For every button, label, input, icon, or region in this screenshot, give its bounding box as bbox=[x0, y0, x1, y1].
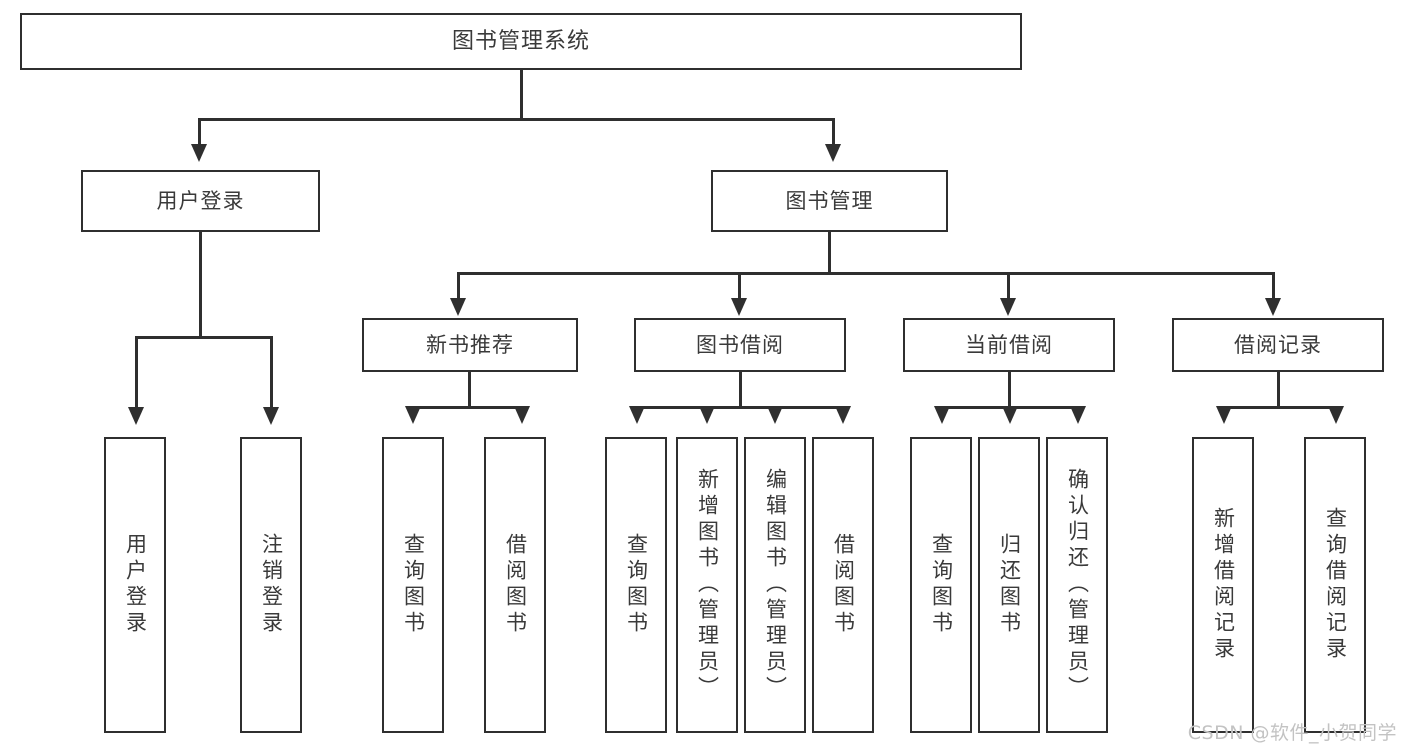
connector-nbr-bar bbox=[412, 406, 524, 409]
node-label: 新书推荐 bbox=[426, 332, 514, 357]
arrow-to-leaf-query-book-2 bbox=[629, 406, 645, 424]
connector-user-login-drop-1 bbox=[135, 336, 138, 409]
node-label: 编辑图书（管理员） bbox=[763, 468, 788, 702]
arrow-to-leaf-user-login bbox=[128, 407, 144, 425]
connector-nbr-stem bbox=[468, 372, 471, 406]
node-label: 查询图书 bbox=[624, 533, 649, 637]
connector-book-management-stem bbox=[828, 232, 831, 272]
arrow-to-leaf-add-book bbox=[699, 406, 715, 424]
connector-bm-drop-1 bbox=[457, 272, 460, 300]
node-label: 确认归还（管理员） bbox=[1065, 468, 1090, 702]
connector-cb-stem bbox=[1008, 372, 1011, 406]
node-label: 当前借阅 bbox=[965, 332, 1053, 357]
node-leaf-query-book-1[interactable]: 查询图书 bbox=[382, 437, 444, 733]
connector-root-to-user-login bbox=[198, 118, 201, 146]
node-label: 借阅图书 bbox=[503, 533, 528, 637]
arrow-to-book-management bbox=[825, 144, 841, 162]
arrow-to-leaf-query-record bbox=[1328, 406, 1344, 424]
arrow-to-current-borrow bbox=[1000, 298, 1016, 316]
arrow-to-leaf-confirm-return bbox=[1070, 406, 1086, 424]
connector-user-login-bar bbox=[135, 336, 273, 339]
arrow-to-user-login bbox=[191, 144, 207, 162]
node-label: 用户登录 bbox=[156, 188, 245, 213]
node-label: 图书借阅 bbox=[696, 332, 784, 357]
node-label: 新增借阅记录 bbox=[1211, 507, 1236, 663]
node-label: 图书管理 bbox=[785, 188, 874, 213]
arrow-to-leaf-user-logout bbox=[263, 407, 279, 425]
csdn-watermark: CSDN @软件_小贺同学 bbox=[1187, 722, 1397, 744]
node-book-borrow[interactable]: 图书借阅 bbox=[634, 318, 846, 372]
connector-root-bar bbox=[198, 118, 835, 121]
node-label: 注销登录 bbox=[259, 533, 284, 637]
node-label: 借阅记录 bbox=[1234, 332, 1322, 357]
node-label: 图书管理系统 bbox=[451, 28, 590, 54]
connector-bm-drop-3 bbox=[1007, 272, 1010, 300]
node-label: 查询图书 bbox=[929, 533, 954, 637]
node-leaf-user-login[interactable]: 用户登录 bbox=[104, 437, 166, 733]
connector-user-login-stem bbox=[199, 232, 202, 336]
node-leaf-borrow-book-1[interactable]: 借阅图书 bbox=[484, 437, 546, 733]
arrow-to-leaf-add-record bbox=[1216, 406, 1232, 424]
node-leaf-query-book-2[interactable]: 查询图书 bbox=[605, 437, 667, 733]
arrow-to-leaf-return-book bbox=[1002, 406, 1018, 424]
connector-book-management-bar bbox=[457, 272, 1275, 275]
arrow-to-borrow-record bbox=[1265, 298, 1281, 316]
arrow-to-book-borrow bbox=[731, 298, 747, 316]
node-leaf-add-book[interactable]: 新增图书（管理员） bbox=[676, 437, 738, 733]
connector-br-stem bbox=[1277, 372, 1280, 406]
node-root-system[interactable]: 图书管理系统 bbox=[20, 13, 1022, 70]
node-leaf-borrow-book-2[interactable]: 借阅图书 bbox=[812, 437, 874, 733]
connector-root-to-book-management bbox=[832, 118, 835, 146]
arrow-to-leaf-query-book-1 bbox=[405, 406, 421, 424]
node-new-book-recommend[interactable]: 新书推荐 bbox=[362, 318, 578, 372]
node-label: 查询借阅记录 bbox=[1323, 507, 1348, 663]
node-leaf-confirm-return[interactable]: 确认归还（管理员） bbox=[1046, 437, 1108, 733]
connector-user-login-drop-2 bbox=[270, 336, 273, 409]
node-borrow-record[interactable]: 借阅记录 bbox=[1172, 318, 1384, 372]
node-label: 用户登录 bbox=[123, 533, 148, 637]
arrow-to-leaf-query-book-3 bbox=[934, 406, 950, 424]
arrow-to-new-book-recommend bbox=[450, 298, 466, 316]
node-book-management[interactable]: 图书管理 bbox=[711, 170, 948, 232]
arrow-to-leaf-borrow-book-1 bbox=[514, 406, 530, 424]
node-label: 归还图书 bbox=[997, 533, 1022, 637]
node-leaf-edit-book[interactable]: 编辑图书（管理员） bbox=[744, 437, 806, 733]
node-leaf-query-book-3[interactable]: 查询图书 bbox=[910, 437, 972, 733]
node-current-borrow[interactable]: 当前借阅 bbox=[903, 318, 1115, 372]
arrow-to-leaf-edit-book bbox=[767, 406, 783, 424]
arrow-to-leaf-borrow-book-2 bbox=[835, 406, 851, 424]
node-leaf-return-book[interactable]: 归还图书 bbox=[978, 437, 1040, 733]
node-label: 查询图书 bbox=[401, 533, 426, 637]
connector-bm-drop-2 bbox=[738, 272, 741, 300]
node-leaf-query-record[interactable]: 查询借阅记录 bbox=[1304, 437, 1366, 733]
connector-bb-bar bbox=[636, 406, 843, 409]
node-leaf-user-logout[interactable]: 注销登录 bbox=[240, 437, 302, 733]
node-label: 借阅图书 bbox=[831, 533, 856, 637]
connector-bb-stem bbox=[739, 372, 742, 406]
node-user-login[interactable]: 用户登录 bbox=[81, 170, 320, 232]
node-leaf-add-record[interactable]: 新增借阅记录 bbox=[1192, 437, 1254, 733]
connector-root-stem bbox=[520, 70, 523, 118]
node-label: 新增图书（管理员） bbox=[695, 468, 720, 702]
connector-bm-drop-4 bbox=[1272, 272, 1275, 300]
connector-br-bar bbox=[1223, 406, 1337, 409]
